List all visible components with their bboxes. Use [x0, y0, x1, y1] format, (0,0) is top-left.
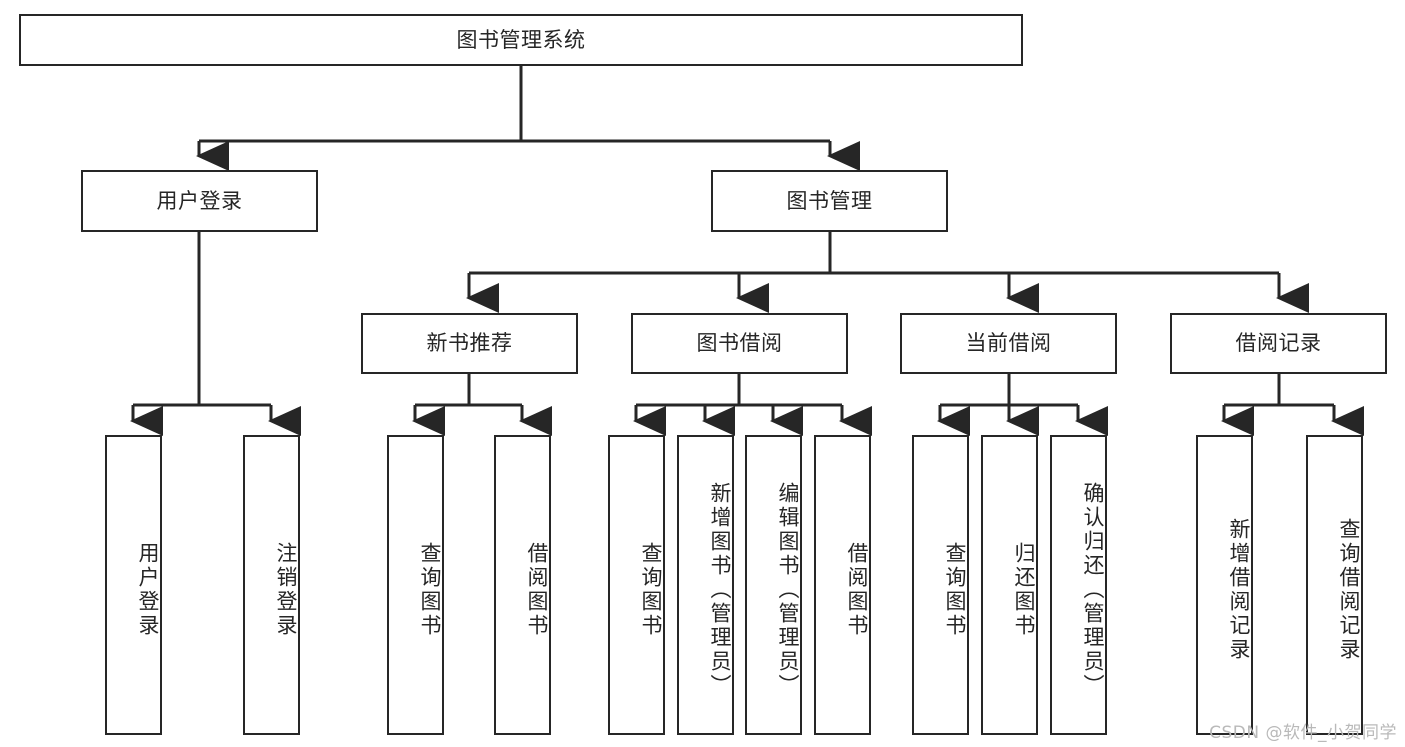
node-label: 归还图书: [1012, 542, 1036, 638]
node-borrow-record[interactable]: 借阅记录: [1170, 313, 1387, 374]
node-label: 用户登录: [136, 542, 160, 638]
node-label: 图书管理系统: [456, 27, 586, 52]
node-label: 借阅图书: [525, 542, 549, 638]
node-label: 新增图书（管理员）: [708, 482, 732, 698]
node-label: 注销登录: [274, 542, 298, 638]
node-root-book-management-system[interactable]: 图书管理系统: [19, 14, 1023, 66]
node-label: 新增借阅记录: [1227, 518, 1251, 662]
node-current-borrow[interactable]: 当前借阅: [900, 313, 1117, 374]
node-leaf-add-book[interactable]: 新增图书（管理员）: [677, 435, 734, 735]
node-label: 用户登录: [156, 188, 243, 213]
node-book-borrow[interactable]: 图书借阅: [631, 313, 848, 374]
node-leaf-borrow-book-recommend[interactable]: 借阅图书: [494, 435, 551, 735]
node-leaf-borrow-book[interactable]: 借阅图书: [814, 435, 871, 735]
node-new-book-recommend[interactable]: 新书推荐: [361, 313, 578, 374]
node-leaf-confirm-return[interactable]: 确认归还（管理员）: [1050, 435, 1107, 735]
node-leaf-query-book-borrow[interactable]: 查询图书: [608, 435, 665, 735]
node-leaf-query-book-current[interactable]: 查询图书: [912, 435, 969, 735]
node-label: 图书管理: [786, 188, 873, 213]
node-label: 确认归还（管理员）: [1081, 482, 1105, 698]
node-label: 查询借阅记录: [1337, 518, 1361, 662]
node-leaf-query-book-recommend[interactable]: 查询图书: [387, 435, 444, 735]
node-label: 查询图书: [639, 542, 663, 638]
node-book-management[interactable]: 图书管理: [711, 170, 948, 232]
node-leaf-edit-book[interactable]: 编辑图书（管理员）: [745, 435, 802, 735]
node-label: 图书借阅: [696, 331, 783, 356]
node-leaf-user-login[interactable]: 用户登录: [105, 435, 162, 735]
node-label: 查询图书: [418, 542, 442, 638]
node-label: 借阅记录: [1235, 331, 1322, 356]
node-leaf-query-borrow-record[interactable]: 查询借阅记录: [1306, 435, 1363, 735]
node-label: 当前借阅: [965, 331, 1052, 356]
node-label: 编辑图书（管理员）: [776, 482, 800, 698]
node-leaf-add-borrow-record[interactable]: 新增借阅记录: [1196, 435, 1253, 735]
csdn-watermark: CSDN @软件_小贺同学: [1209, 723, 1397, 743]
node-leaf-logout[interactable]: 注销登录: [243, 435, 300, 735]
node-label: 新书推荐: [426, 331, 513, 356]
node-leaf-return-book[interactable]: 归还图书: [981, 435, 1038, 735]
node-label: 借阅图书: [845, 542, 869, 638]
node-user-login[interactable]: 用户登录: [81, 170, 318, 232]
node-label: 查询图书: [943, 542, 967, 638]
